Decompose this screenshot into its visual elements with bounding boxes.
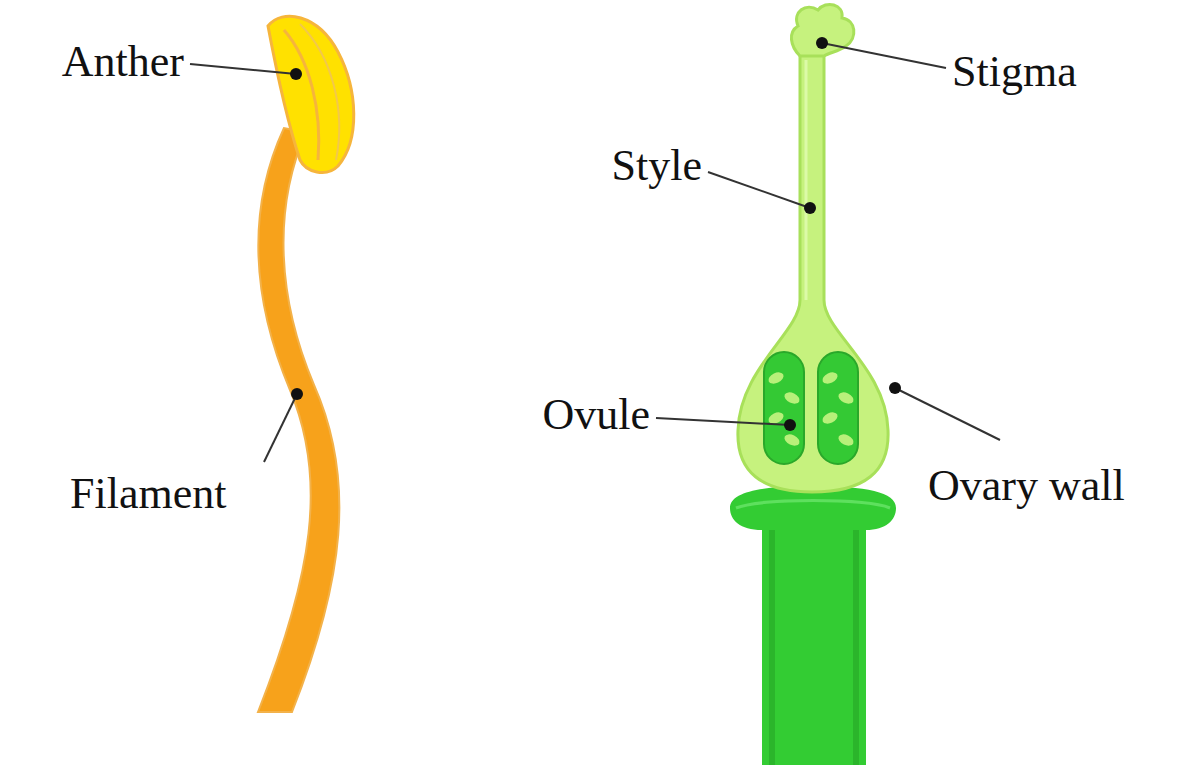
- ovary-chamber: [764, 352, 804, 464]
- part-label: Stigma: [952, 48, 1077, 96]
- receptacle-shade: [772, 530, 856, 765]
- anther-shape: [268, 16, 354, 172]
- anther-groove: [284, 30, 319, 160]
- style-ovary-shape: [738, 52, 888, 492]
- anther-groove: [300, 24, 339, 160]
- part-label: Filament: [70, 470, 226, 518]
- part-label: Anther: [62, 38, 184, 86]
- part-label: Ovary wall: [928, 462, 1125, 510]
- filament-shape: [258, 128, 339, 712]
- receptacle-shape: [730, 486, 896, 765]
- receptacle-rim: [736, 501, 890, 509]
- leader-dots: [290, 37, 901, 431]
- ovule-seeds: [767, 370, 856, 448]
- style-highlight: [805, 60, 808, 300]
- part-label: Ovule: [542, 391, 650, 439]
- part-label: Style: [612, 142, 702, 190]
- leader-lines: [190, 43, 1000, 462]
- ovary-chamber: [818, 352, 858, 464]
